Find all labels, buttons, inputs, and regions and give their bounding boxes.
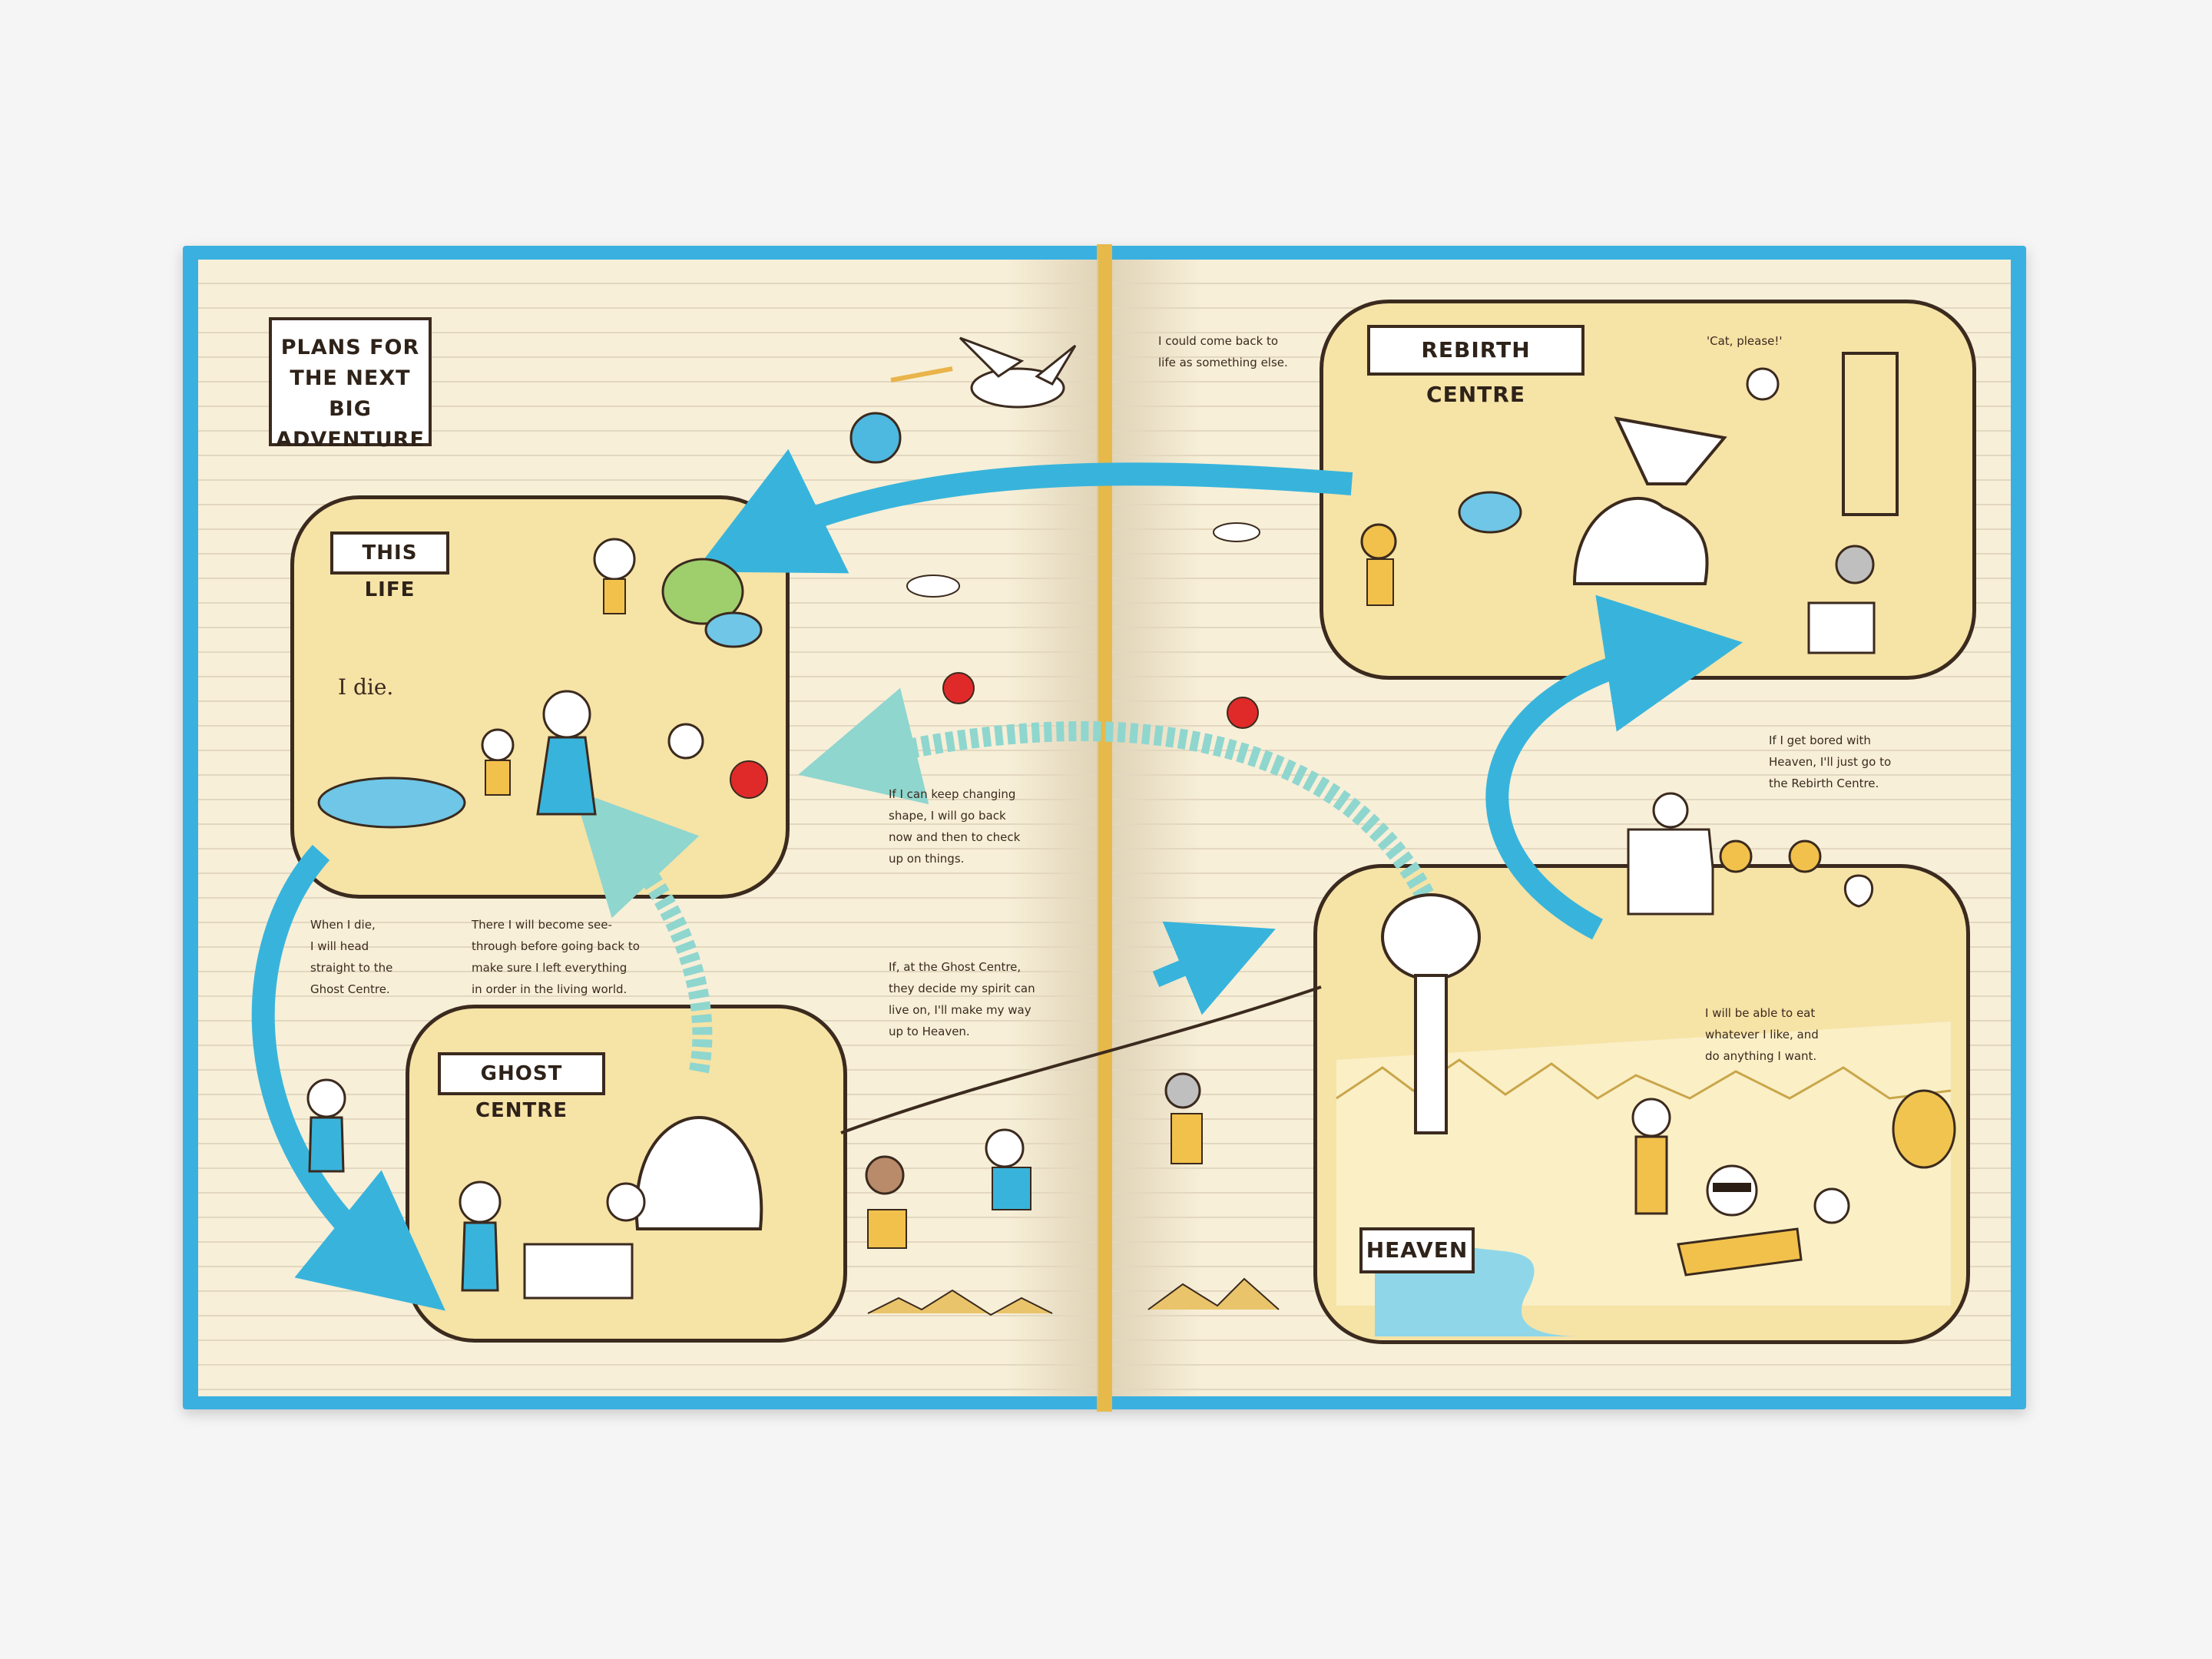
walking-child [593,538,636,581]
rider-woman [865,1155,905,1195]
arrow-up-to-heaven [1152,921,1276,1015]
rider-man-body [992,1167,1031,1210]
cat-please-speech: 'Cat, please!' [1707,334,1783,348]
blue-cat [704,611,763,648]
bottom-mountains-right [1147,1277,1280,1310]
stork-icon [906,575,960,598]
bottom-mountains-left [867,1289,1053,1316]
arrow-this-life-to-ghost [251,844,445,1311]
apple-icon [730,760,768,799]
this-life-label: THIS LIFE [330,531,449,601]
waitress-body [1634,1135,1668,1215]
title-line-1: PLANS FOR [280,336,420,359]
blue-cat [1458,491,1522,534]
onion-dome-icon [1843,874,1874,908]
note-see-through: There I will become see- through before … [472,918,640,996]
stork-icon [890,336,1077,409]
man-on-slide [1746,367,1780,401]
rider-grey-seat [1171,1113,1203,1164]
grey-woman [1835,545,1875,584]
sunglasses-icon [1713,1183,1751,1192]
baby-figure [481,728,515,762]
reception-desk [523,1243,634,1300]
title-line-3: ADVENTURE [276,428,425,452]
heaven-tower-top [1381,893,1481,981]
camel [1627,828,1714,916]
heaven-tower-shaft [1414,974,1448,1134]
dotted-arrow-heaven-to-this-life [798,687,1434,900]
rider-man [985,1128,1025,1168]
ghost-figure-body [536,736,597,816]
camel-rider [1652,792,1689,829]
note-come-back: I could come back to life as something e… [1158,334,1288,369]
ghost-figure-head [542,690,591,739]
lounge-chair [1677,1227,1803,1277]
walking-man-left [306,1078,346,1118]
heaven-label: HEAVEN [1359,1227,1475,1273]
note-ghost-centre-decide: If, at the Ghost Centre, they decide my … [889,960,1035,1038]
rider-woman-seat [867,1209,907,1249]
rebirth-centre-label: REBIRTH CENTRE [1367,325,1584,407]
receptionist [606,1182,646,1222]
yellow-worker [1719,839,1753,873]
bush [661,558,744,625]
baby-figure-body [485,760,511,796]
rebirth-ladder [1842,352,1899,516]
arrow-rebirth-to-this-life [694,449,1353,574]
waitress [1631,1098,1671,1137]
rebirth-funnel [1614,416,1727,485]
drink-icon [1813,1187,1850,1224]
walking-child-body [603,578,626,614]
dotted-arrow-ghost-to-this-life [573,790,713,1074]
reading-child [667,723,704,760]
stork-icon [1213,522,1260,542]
cat-in-bundle-icon [849,412,902,464]
note-keep-changing: If I can keep changing shape, I will go … [889,787,1021,866]
ghost-centre-building [634,1115,763,1230]
note-eat-whatever: I will be able to eat whatever I like, a… [1705,1006,1819,1063]
ghost-centre-label: GHOST CENTRE [438,1052,605,1122]
yellow-worker [1788,839,1822,873]
book-spine [1097,244,1112,1412]
rebirth-worker-body [1366,558,1394,606]
bald-man [459,1181,502,1224]
rider-grey [1164,1072,1201,1109]
tree [1892,1089,1956,1169]
sleeping-person [317,777,466,829]
rebirth-machine [1572,496,1709,585]
bald-man-body [461,1221,499,1292]
note-bored-heaven: If I get bored with Heaven, I'll just go… [1769,733,1892,790]
apple-icon [1227,697,1259,729]
note-when-i-die: When I die, I will head straight to the … [310,918,393,996]
i-die-speech: I die. [338,674,394,700]
rebirth-worker [1360,523,1397,560]
walking-man-left-body [308,1116,345,1173]
counter-box [1807,601,1876,654]
apple-icon [942,672,975,704]
title-box: PLANS FOR THE NEXT BIG ADVENTURE [269,317,432,452]
arrow-heaven-to-rebirth [1485,594,1743,940]
title-line-2: THE NEXT BIG [290,366,411,421]
